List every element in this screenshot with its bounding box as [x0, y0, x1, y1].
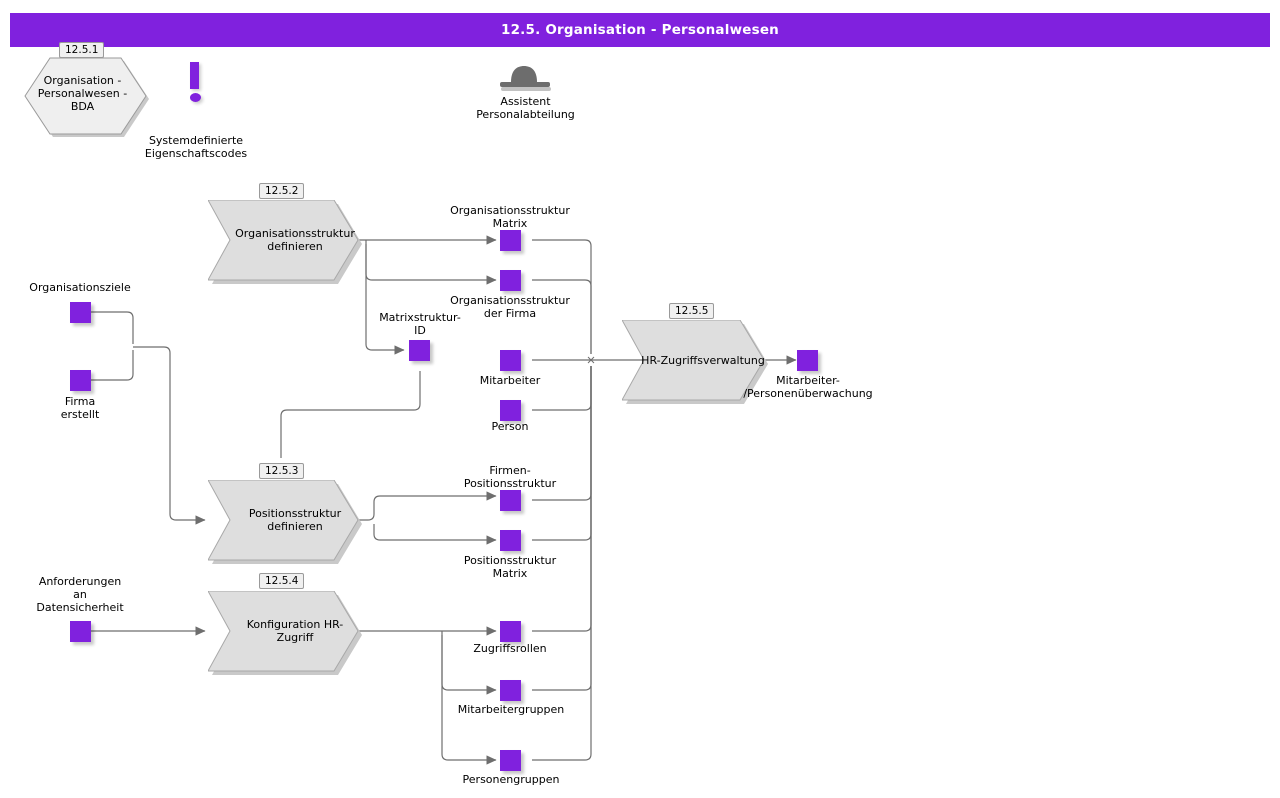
tag-12-5-4: 12.5.4: [259, 573, 305, 589]
label-organisationsziele: Organisationsziele: [29, 281, 131, 294]
exclamation-mark-icon: [190, 62, 201, 102]
label-positionsstruktur-matrix: Positionsstruktur Matrix: [463, 554, 557, 580]
data-object-mitarbeitergruppen[interactable]: [500, 680, 521, 701]
data-object-firmen-positionsstruktur[interactable]: [500, 490, 521, 511]
data-object-organisationsziele[interactable]: [70, 302, 91, 323]
tag-12-5-2: 12.5.2: [259, 183, 305, 199]
label-mitarbeitergruppen: Mitarbeitergruppen: [457, 703, 565, 716]
process-label: Konfiguration HR- Zugriff: [246, 618, 344, 644]
process-positionsstruktur-definieren[interactable]: Positionsstruktur definieren: [208, 480, 362, 564]
label-organisationsstruktur-firma: Organisationsstruktur der Firma: [450, 294, 570, 320]
data-object-anforderungen-datensicherheit[interactable]: [70, 621, 91, 642]
label-systemdefinierte-eigenschaftscodes: Systemdefinierte Eigenschaftscodes: [144, 134, 248, 160]
process-organisationsstruktur-definieren[interactable]: Organisationsstruktur definieren: [208, 200, 362, 284]
hexagon-organisation-bda[interactable]: Organisation - Personalwesen - BDA: [22, 55, 149, 137]
data-object-positionsstruktur-matrix[interactable]: [500, 530, 521, 551]
exclamation-bar: [190, 62, 199, 89]
data-object-mitarbeiter-personenueberwachung[interactable]: [797, 350, 818, 371]
label-mitarbeiter-personenueberwachung: Mitarbeiter- /Personenüberwachung: [743, 374, 873, 400]
label-mitarbeiter: Mitarbeiter: [479, 374, 541, 387]
label-anforderungen-datensicherheit: Anforderungen an Datensicherheit: [36, 575, 124, 614]
label-person: Person: [491, 420, 529, 433]
data-object-organisationsstruktur-firma[interactable]: [500, 270, 521, 291]
label-firmen-positionsstruktur: Firmen- Positionsstruktur: [463, 464, 557, 490]
label-personengruppen: Personengruppen: [462, 773, 560, 786]
tag-12-5-5: 12.5.5: [669, 303, 715, 319]
page-title: 12.5. Organisation - Personalwesen: [10, 13, 1270, 47]
data-object-matrixstruktur-id[interactable]: [409, 340, 430, 361]
data-object-zugriffsrollen[interactable]: [500, 621, 521, 642]
label-zugriffsrollen: Zugriffsrollen: [473, 642, 547, 655]
data-object-person[interactable]: [500, 400, 521, 421]
label-firma-erstellt: Firma erstellt: [60, 395, 100, 421]
data-object-personengruppen[interactable]: [500, 750, 521, 771]
tag-12-5-1: 12.5.1: [59, 42, 105, 58]
label-organisationsstruktur-matrix: Organisationsstruktur Matrix: [450, 204, 570, 230]
process-hr-zugriffsverwaltung[interactable]: HR-Zugriffsverwaltung: [622, 320, 768, 404]
data-object-firma-erstellt[interactable]: [70, 370, 91, 391]
process-label: Organisationsstruktur definieren: [235, 227, 355, 253]
label-matrixstruktur-id: Matrixstruktur- ID: [379, 311, 461, 337]
process-konfiguration-hr-zugriff[interactable]: Konfiguration HR- Zugriff: [208, 591, 362, 675]
label-assistent-personalabteilung: Assistent Personalabteilung: [476, 95, 575, 121]
hexagon-label: Organisation - Personalwesen - BDA: [37, 73, 128, 113]
bowler-hat-icon: [497, 62, 553, 92]
exclamation-dot: [190, 93, 201, 102]
data-object-organisationsstruktur-matrix[interactable]: [500, 230, 521, 251]
process-label: Positionsstruktur definieren: [248, 507, 342, 533]
data-object-mitarbeiter[interactable]: [500, 350, 521, 371]
process-label: HR-Zugriffsverwaltung: [641, 353, 765, 367]
tag-12-5-3: 12.5.3: [259, 463, 305, 479]
